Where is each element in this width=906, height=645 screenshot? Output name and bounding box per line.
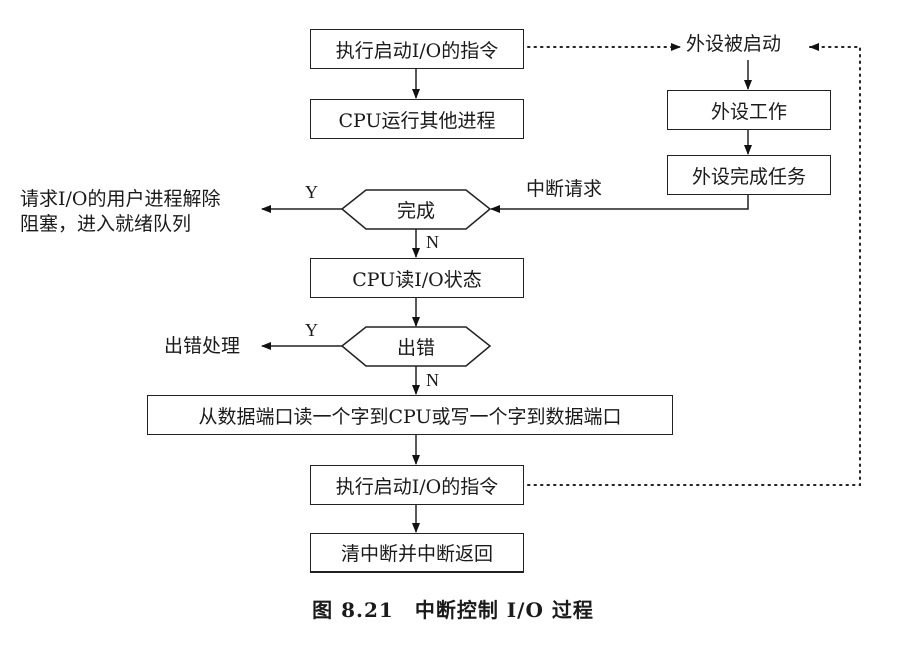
decision-error-shape: [340, 326, 492, 367]
node-cpu-other: CPU运行其他进程: [310, 99, 524, 139]
label-complete-no: N: [426, 232, 439, 252]
node-start-io-2: 执行启动I/O的指令: [310, 465, 524, 505]
node-start-io-1: 执行启动I/O的指令: [310, 29, 524, 69]
edge-interrupt-request: [490, 194, 749, 213]
node-transfer-word: 从数据端口读一个字到CPU或写一个字到数据端口: [147, 395, 673, 435]
decision-error: 出错: [396, 337, 435, 359]
node-clear-interrupt-text: 清中断并中断返回: [340, 543, 493, 565]
node-start-io-1-text: 执行启动I/O的指令: [335, 39, 499, 62]
node-transfer-word-text: 从数据端口读一个字到CPU或写一个字到数据端口: [198, 405, 622, 428]
label-error-yes: Y: [305, 320, 318, 340]
label-interrupt-request: 中断请求: [526, 178, 603, 200]
node-device-started: 外设被启动: [686, 33, 782, 55]
node-unblock-process-line2: 阻塞，进入就绪队列: [20, 213, 192, 235]
node-device-done-text: 外设完成任务: [691, 165, 806, 188]
node-clear-interrupt: 清中断并中断返回: [310, 533, 524, 573]
node-device-working-text: 外设工作: [710, 100, 787, 123]
label-complete-yes: Y: [305, 182, 318, 202]
decision-complete: 完成: [396, 200, 435, 222]
decision-complete-shape: [340, 189, 492, 230]
figure-caption: 图 8.21 中断控制 I/O 过程: [312, 598, 594, 622]
node-start-io-2-text: 执行启动I/O的指令: [335, 475, 499, 498]
node-unblock-process-line1: 请求I/O的用户进程解除: [20, 188, 221, 210]
node-cpu-read-status: CPU读I/O状态: [310, 258, 524, 298]
node-cpu-read-status-text: CPU读I/O状态: [352, 268, 482, 291]
node-device-done: 外设完成任务: [667, 155, 831, 195]
edge-dotted-start2-to-device: [527, 43, 861, 486]
node-error-handling: 出错处理: [164, 335, 241, 357]
node-cpu-other-text: CPU运行其他进程: [338, 109, 496, 132]
node-device-working: 外设工作: [667, 90, 831, 130]
label-error-no: N: [426, 370, 439, 390]
